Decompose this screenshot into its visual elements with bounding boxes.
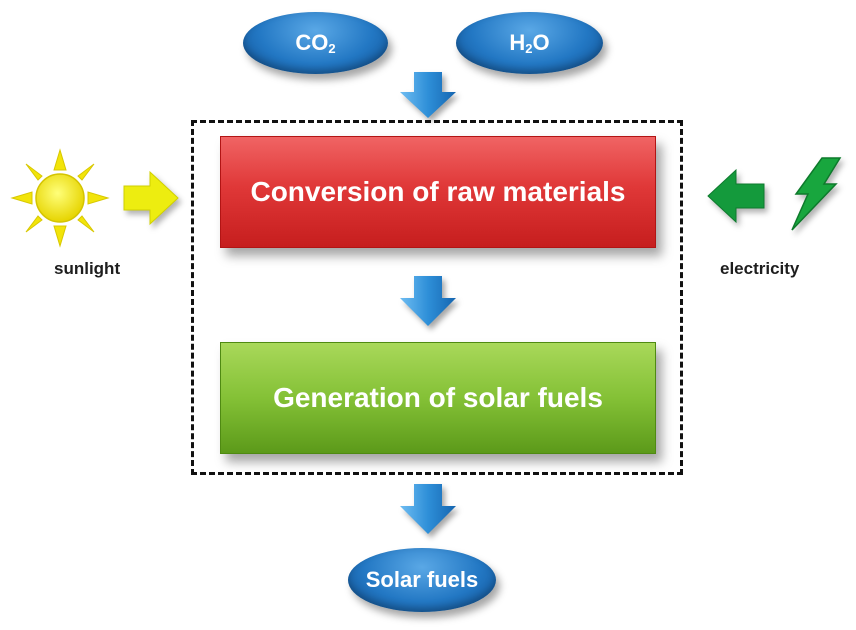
generation-step-block: Generation of solar fuels (220, 342, 656, 454)
conversion-step-label: Conversion of raw materials (250, 176, 626, 207)
mid-flow-arrow (400, 276, 456, 326)
solar-fuels-label: Solar fuels (365, 567, 479, 592)
solar-fuels-output-ellipse: Solar fuels (348, 548, 496, 612)
conversion-step-block: Conversion of raw materials (220, 136, 656, 248)
generation-step-label: Generation of solar fuels (273, 382, 603, 413)
process-boundary (191, 120, 683, 475)
output-flow-arrow (400, 484, 456, 534)
electricity-label: electricity (720, 259, 800, 278)
lightning-icon (791, 157, 842, 231)
sunlight-arrow (123, 170, 179, 226)
sun-icon (10, 148, 110, 248)
input-flow-arrow (400, 72, 456, 118)
sunlight-label: sunlight (54, 259, 121, 278)
electricity-arrow (707, 168, 765, 224)
